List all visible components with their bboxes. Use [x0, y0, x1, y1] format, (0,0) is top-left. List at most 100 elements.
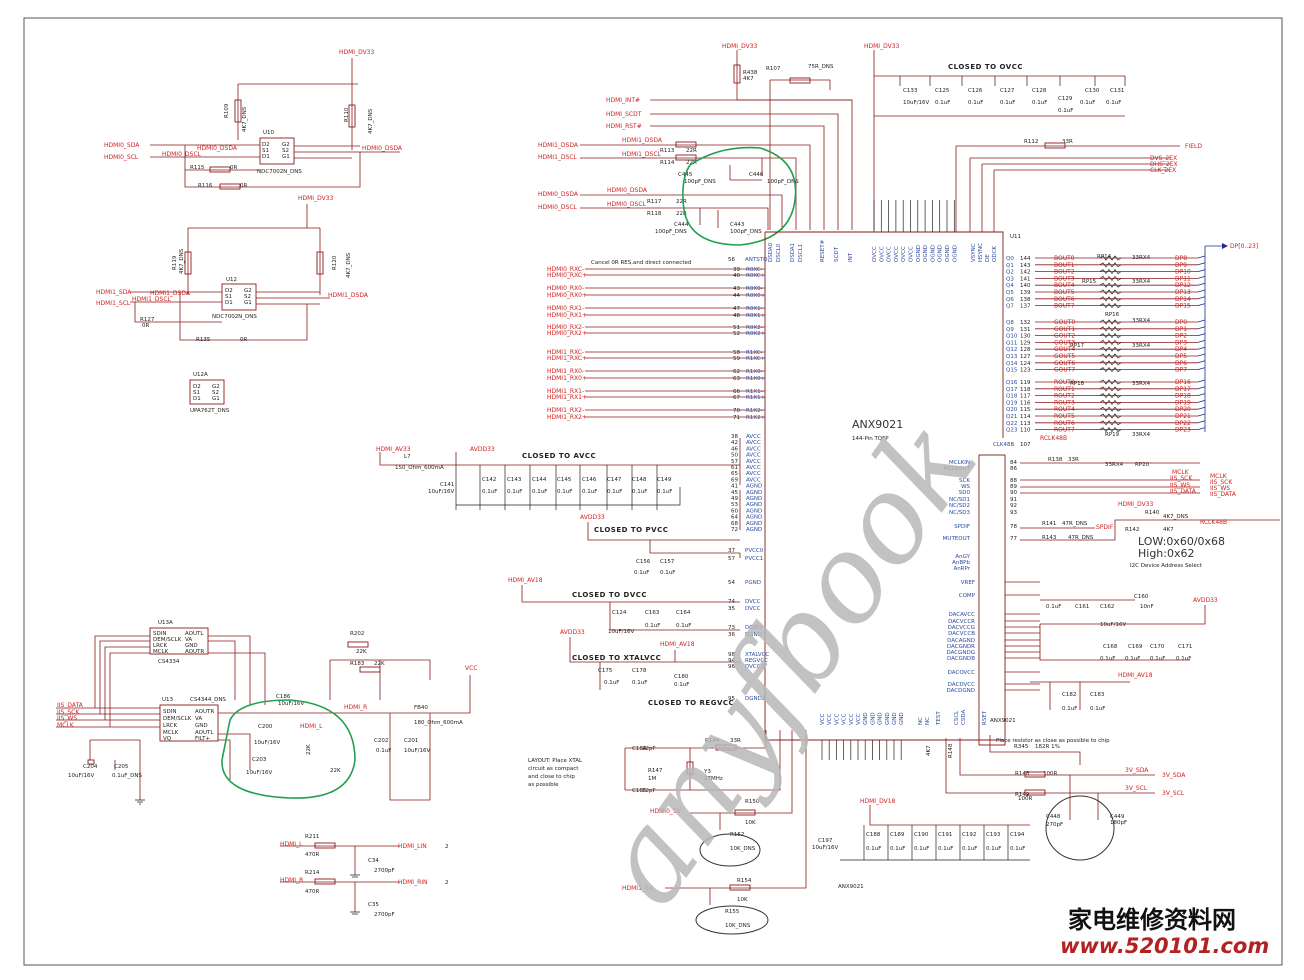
svg-text:HDMI1_DSCL: HDMI1_DSCL: [132, 296, 172, 303]
svg-text:I2C Device Address Select: I2C Device Address Select: [1130, 563, 1203, 569]
svg-text:R113: R113: [660, 148, 675, 154]
avcc-cap-val: 0.1uF: [557, 489, 572, 495]
svg-text:CLOSED TO AVCC: CLOSED TO AVCC: [522, 452, 596, 460]
avcc-pin-num: 68: [731, 521, 738, 527]
svg-text:C156: C156: [636, 559, 651, 565]
svg-text:VA: VA: [195, 716, 202, 722]
bottom-pin: VCC: [834, 713, 840, 725]
svg-text:100pF_DNS: 100pF_DNS: [730, 229, 762, 235]
svg-text:0.1uF: 0.1uF: [1000, 100, 1015, 106]
out-q-pin: Q4: [1006, 283, 1014, 289]
svg-text:3V_SCL: 3V_SCL: [1125, 785, 1148, 792]
svg-text:CLOSED TO PVCC: CLOSED TO PVCC: [594, 526, 668, 534]
out-dp: DP3: [1175, 339, 1187, 346]
out-q-pin: Q13: [1006, 354, 1018, 360]
svg-text:HDMI_SCDT: HDMI_SCDT: [606, 111, 642, 118]
rx-net-label: HDMI1_RX1-: [547, 388, 584, 395]
svg-text:HDMI0_SDA: HDMI0_SDA: [104, 142, 140, 149]
out-dp: DP16: [1175, 379, 1191, 386]
svg-text:MCLK: MCLK: [163, 730, 179, 736]
svg-text:circuit as compact: circuit as compact: [528, 766, 579, 772]
svg-text:HDMI_AV33: HDMI_AV33: [376, 446, 411, 453]
dv18-cap-val: 0.1uF: [962, 846, 977, 852]
svg-text:95: 95: [728, 696, 735, 702]
svg-text:S1: S1: [262, 148, 269, 154]
avcc-cap-val: 0.1uF: [532, 489, 547, 495]
rx-net-label: HDMI0_RXC-: [547, 266, 584, 273]
dac-power: VREFCOMPDACAVCCDACVCCRDACVCCGDACVCCBDACA…: [946, 580, 1218, 765]
svg-text:ANX9021: ANX9021: [838, 884, 864, 890]
svg-text:4K7: 4K7: [1163, 527, 1174, 533]
out-dp: DP11: [1175, 275, 1191, 282]
out-q-num: 110: [1020, 428, 1031, 434]
svg-text:DP[0..23]: DP[0..23]: [1230, 243, 1258, 250]
svg-text:4K7_DNS: 4K7_DNS: [179, 248, 185, 274]
ovcc-pin: OGND: [916, 245, 922, 262]
analog-pin: AnBPb: [952, 560, 970, 566]
svg-text:IIS_DATA: IIS_DATA: [57, 702, 84, 709]
svg-text:HDMI1_DSDA: HDMI1_DSDA: [328, 292, 369, 299]
avcc-pin-num: 50: [731, 453, 738, 459]
svg-text:10uF/16V: 10uF/16V: [1100, 622, 1126, 628]
rx-net-label: HDMI0_RX2-: [547, 324, 584, 331]
svg-text:HDMI0_DSCL: HDMI0_DSCL: [162, 151, 202, 158]
svg-text:R115: R115: [190, 165, 205, 171]
dv18-cap-val: 0.1uF: [1010, 846, 1025, 852]
svg-text:2700pF: 2700pF: [374, 912, 395, 918]
avcc-cap-val: 0.1uF: [482, 489, 497, 495]
avcc-cap-ref: C143: [507, 477, 522, 483]
audio-pin-num: 91: [1010, 497, 1017, 503]
out-q-pin: Q14: [1006, 361, 1018, 367]
rx-pin-num: 67: [733, 395, 740, 401]
svg-text:0.1uF: 0.1uF: [676, 623, 691, 629]
svg-text:HDMI0_DSDA: HDMI0_DSDA: [197, 145, 238, 152]
bottom-pin: CSCL: [954, 710, 960, 725]
svg-text:and close to chip: and close to chip: [528, 774, 575, 780]
out-q-pin: Q11: [1006, 340, 1017, 346]
svg-text:CLOSED TO OVCC: CLOSED TO OVCC: [948, 63, 1023, 71]
svg-text:R152: R152: [730, 832, 744, 838]
svg-text:4K7_DNS: 4K7_DNS: [242, 106, 248, 132]
svg-text:HDMI0_DSDA: HDMI0_DSDA: [607, 187, 648, 194]
svg-text:47R_DNS: 47R_DNS: [1068, 535, 1094, 541]
svg-text:CLK_2EX: CLK_2EX: [1150, 167, 1176, 174]
svg-text:0.1uF: 0.1uF: [1100, 656, 1115, 662]
rx-net-label: HDMI1_RXC+: [547, 355, 587, 362]
out-q-pin: Q22: [1006, 421, 1017, 427]
rx-pin-name: R1X0+: [746, 376, 766, 382]
svg-text:100pF_DNS: 100pF_DNS: [684, 179, 716, 185]
out-dp: DP14: [1175, 296, 1191, 303]
svg-text:IIS_DATA: IIS_DATA: [1170, 488, 1197, 495]
sync-pin: DE: [985, 254, 991, 262]
svg-text:C443: C443: [730, 222, 745, 228]
out-q-num: 141: [1020, 276, 1031, 282]
svg-text:ANX9021: ANX9021: [990, 718, 1016, 724]
rx-pin-name: R0X2+: [746, 331, 766, 337]
svg-text:C205: C205: [114, 764, 129, 770]
svg-text:C141: C141: [440, 482, 454, 488]
avcc-pin-num: 72: [731, 527, 738, 533]
out-signal: ROUT1: [1054, 386, 1075, 393]
rx-pin-num: 48: [733, 313, 740, 319]
svg-text:75R_DNS: 75R_DNS: [808, 64, 834, 70]
svg-text:100pF_DNS: 100pF_DNS: [655, 229, 687, 235]
ctrl-pin: DSCL1: [798, 244, 804, 262]
svg-text:C133: C133: [903, 88, 918, 94]
svg-text:C200: C200: [258, 724, 273, 730]
svg-text:33RX4: 33RX4: [1105, 462, 1124, 468]
rx-pin-num: 47: [733, 306, 740, 312]
out-q-pin: Q3: [1006, 276, 1014, 282]
avcc-cap-ref: C147: [607, 477, 622, 483]
bottom-pin: GND: [863, 712, 869, 725]
svg-text:HDMI_INT#: HDMI_INT#: [606, 97, 640, 104]
svg-text:HDMI1_DSDA: HDMI1_DSDA: [538, 142, 579, 149]
avcc-cap-ref: C144: [532, 477, 547, 483]
svg-text:10uF/16V: 10uF/16V: [254, 740, 280, 746]
avcc-pin: AGND: [746, 508, 762, 514]
svg-text:RCLK48B: RCLK48B: [1200, 519, 1227, 526]
dac-pin: VREF: [961, 580, 975, 586]
svg-text:10K: 10K: [737, 897, 748, 903]
svg-text:C186: C186: [276, 694, 291, 700]
bottom-pin: GND: [870, 712, 876, 725]
